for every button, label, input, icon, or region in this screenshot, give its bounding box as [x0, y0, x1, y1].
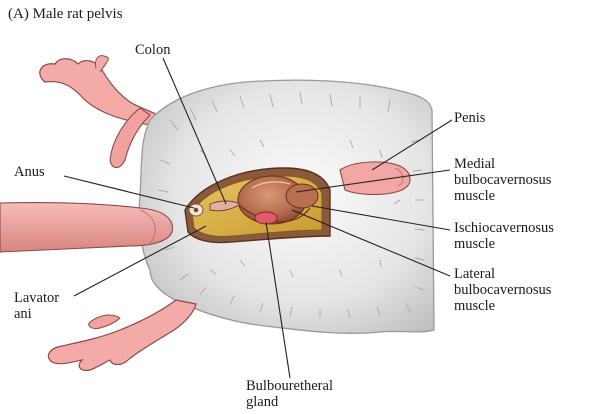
- label-bulbourethral-gland: Bulbouretheral gland: [246, 378, 333, 410]
- tail: [0, 203, 173, 252]
- lower-hind-foot: [48, 300, 196, 370]
- label-lateral-bulbocavernosus: Lateral bulbocavernosus muscle: [454, 266, 551, 314]
- label-penis-text: Penis: [454, 110, 485, 126]
- label-lateral-line1: Lateral: [454, 266, 551, 282]
- label-lavator-ani: Lavator ani: [14, 290, 59, 322]
- upper-hind-foot: [40, 56, 158, 168]
- label-medial-bulbocavernosus: Medial bulbocavernosus muscle: [454, 156, 551, 204]
- label-anus-text: Anus: [14, 164, 45, 180]
- label-medial-line3: muscle: [454, 188, 551, 204]
- label-lavator-line2: ani: [14, 306, 59, 322]
- label-lateral-line2: bulbocavernosus: [454, 282, 551, 298]
- label-ischio-line1: Ischiocavernosus: [454, 220, 554, 236]
- label-medial-line1: Medial: [454, 156, 551, 172]
- figure-caption: (A) Male rat pelvis: [8, 6, 123, 22]
- penis-shape: [340, 162, 410, 195]
- label-colon-text: Colon: [135, 42, 170, 58]
- label-bulbo-line1: Bulbouretheral: [246, 378, 333, 394]
- label-lavator-line1: Lavator: [14, 290, 59, 306]
- label-colon: Colon: [135, 42, 170, 58]
- label-lateral-line3: muscle: [454, 298, 551, 314]
- label-medial-line2: bulbocavernosus: [454, 172, 551, 188]
- label-penis: Penis: [454, 110, 485, 126]
- label-bulbo-line2: gland: [246, 394, 333, 410]
- label-ischiocavernosus: Ischiocavernosus muscle: [454, 220, 554, 252]
- label-anus: Anus: [14, 164, 45, 180]
- label-ischio-line2: muscle: [454, 236, 554, 252]
